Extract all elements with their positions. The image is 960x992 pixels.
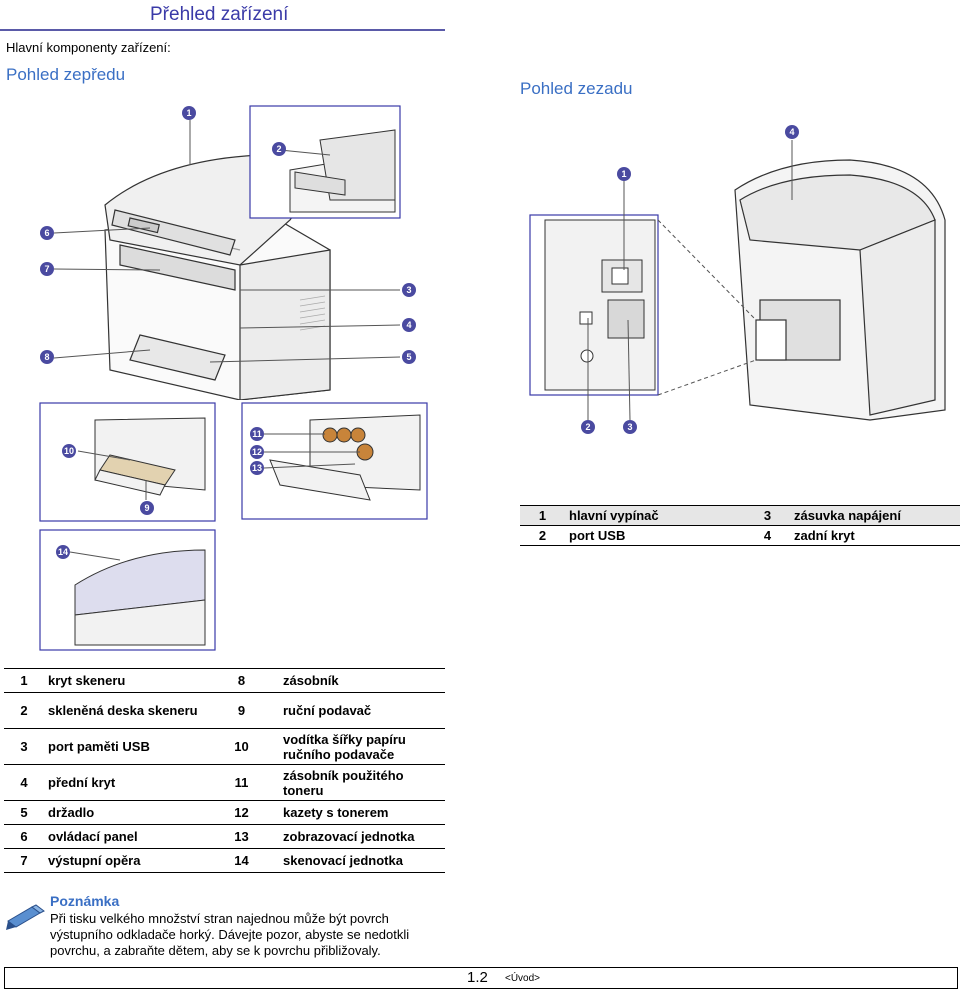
callout-6: 6 (40, 226, 54, 240)
footer-bar (4, 967, 958, 989)
part-number: 12 (204, 800, 279, 825)
part-number: 2 (520, 525, 565, 546)
part-number: 1 (4, 668, 44, 693)
rear-callout-4: 4 (785, 125, 799, 139)
part-number: 9 (204, 692, 279, 729)
table-row: 2 port USB 4 zadní kryt (520, 525, 960, 546)
callout-3: 3 (402, 283, 416, 297)
part-label: ruční podavač (279, 692, 445, 729)
part-label: kryt skeneru (44, 668, 204, 693)
note-title: Poznámka (50, 893, 120, 909)
title-rule (0, 29, 445, 31)
part-label: port USB (565, 525, 745, 546)
page-title: Přehled zařízení (150, 4, 289, 25)
part-number: 1 (520, 505, 565, 526)
part-number: 5 (4, 800, 44, 825)
part-label: zásuvka napájení (790, 505, 960, 526)
rear-view-illustration: 4 1 2 3 (520, 120, 960, 440)
detail-insets: 10 11 12 13 9 14 (0, 400, 445, 655)
part-label: zadní kryt (790, 525, 960, 546)
part-number: 8 (204, 668, 279, 693)
table-row: 1 hlavní vypínač 3 zásuvka napájení (520, 505, 960, 526)
part-label: skenovací jednotka (279, 848, 445, 873)
front-parts-table: 1 kryt skeneru 8 zásobník 2 skleněná des… (4, 668, 445, 873)
callout-1: 1 (182, 106, 196, 120)
callout-4: 4 (402, 318, 416, 332)
part-label: zobrazovací jednotka (279, 824, 445, 849)
callout-5: 5 (402, 350, 416, 364)
part-label: přední kryt (44, 764, 204, 801)
front-view-illustration: 1 2 6 7 3 4 8 5 (0, 100, 445, 401)
part-number: 10 (204, 728, 279, 765)
callout-11: 11 (250, 427, 264, 441)
front-view-heading: Pohled zepředu (6, 65, 126, 84)
part-number: 3 (745, 505, 790, 526)
part-label: skleněná deska skeneru (44, 692, 204, 729)
table-row: 5 držadlo 12 kazety s tonerem (4, 800, 445, 825)
table-row: 3 port paměti USB 10 vodítka šířky papír… (4, 728, 445, 765)
rear-callout-3: 3 (623, 420, 637, 434)
table-row: 1 kryt skeneru 8 zásobník (4, 668, 445, 693)
page-number: 1.2 (467, 969, 488, 986)
table-row: 2 skleněná deska skeneru 9 ruční podavač (4, 692, 445, 729)
callout-13: 13 (250, 461, 264, 475)
part-number: 4 (745, 525, 790, 546)
part-label: výstupní opěra (44, 848, 204, 873)
part-label: vodítka šířky papíru ručního podavače (279, 728, 445, 765)
chapter-link[interactable]: <Úvod> (505, 973, 541, 984)
callout-12: 12 (250, 445, 264, 459)
part-label: port paměti USB (44, 728, 204, 765)
part-number: 14 (204, 848, 279, 873)
part-number: 3 (4, 728, 44, 765)
page-subtitle: Hlavní komponenty zařízení: (6, 40, 171, 55)
part-label: držadlo (44, 800, 204, 825)
part-number: 7 (4, 848, 44, 873)
part-number: 2 (4, 692, 44, 729)
rear-callout-1: 1 (617, 167, 631, 181)
callout-14: 14 (56, 545, 70, 559)
part-label: hlavní vypínač (565, 505, 745, 526)
part-label: zásobník použitého toneru (279, 764, 445, 801)
part-number: 6 (4, 824, 44, 849)
table-row: 7 výstupní opěra 14 skenovací jednotka (4, 848, 445, 873)
part-label: kazety s tonerem (279, 800, 445, 825)
note-text: Při tisku velkého množství stran najedno… (50, 911, 410, 958)
note-pen-icon (6, 903, 46, 931)
callout-7: 7 (40, 262, 54, 276)
part-label: ovládací panel (44, 824, 204, 849)
rear-view-heading: Pohled zezadu (520, 79, 633, 98)
table-row: 6 ovládací panel 13 zobrazovací jednotka (4, 824, 445, 849)
part-number: 13 (204, 824, 279, 849)
part-label: zásobník (279, 668, 445, 693)
callout-10: 10 (62, 444, 76, 458)
callout-9: 9 (140, 501, 154, 515)
rear-callout-2: 2 (581, 420, 595, 434)
table-row: 4 přední kryt 11 zásobník použitého tone… (4, 764, 445, 801)
part-number: 4 (4, 764, 44, 801)
rear-parts-table: 1 hlavní vypínač 3 zásuvka napájení 2 po… (520, 505, 960, 546)
part-number: 11 (204, 764, 279, 801)
callout-8: 8 (40, 350, 54, 364)
callout-2: 2 (272, 142, 286, 156)
